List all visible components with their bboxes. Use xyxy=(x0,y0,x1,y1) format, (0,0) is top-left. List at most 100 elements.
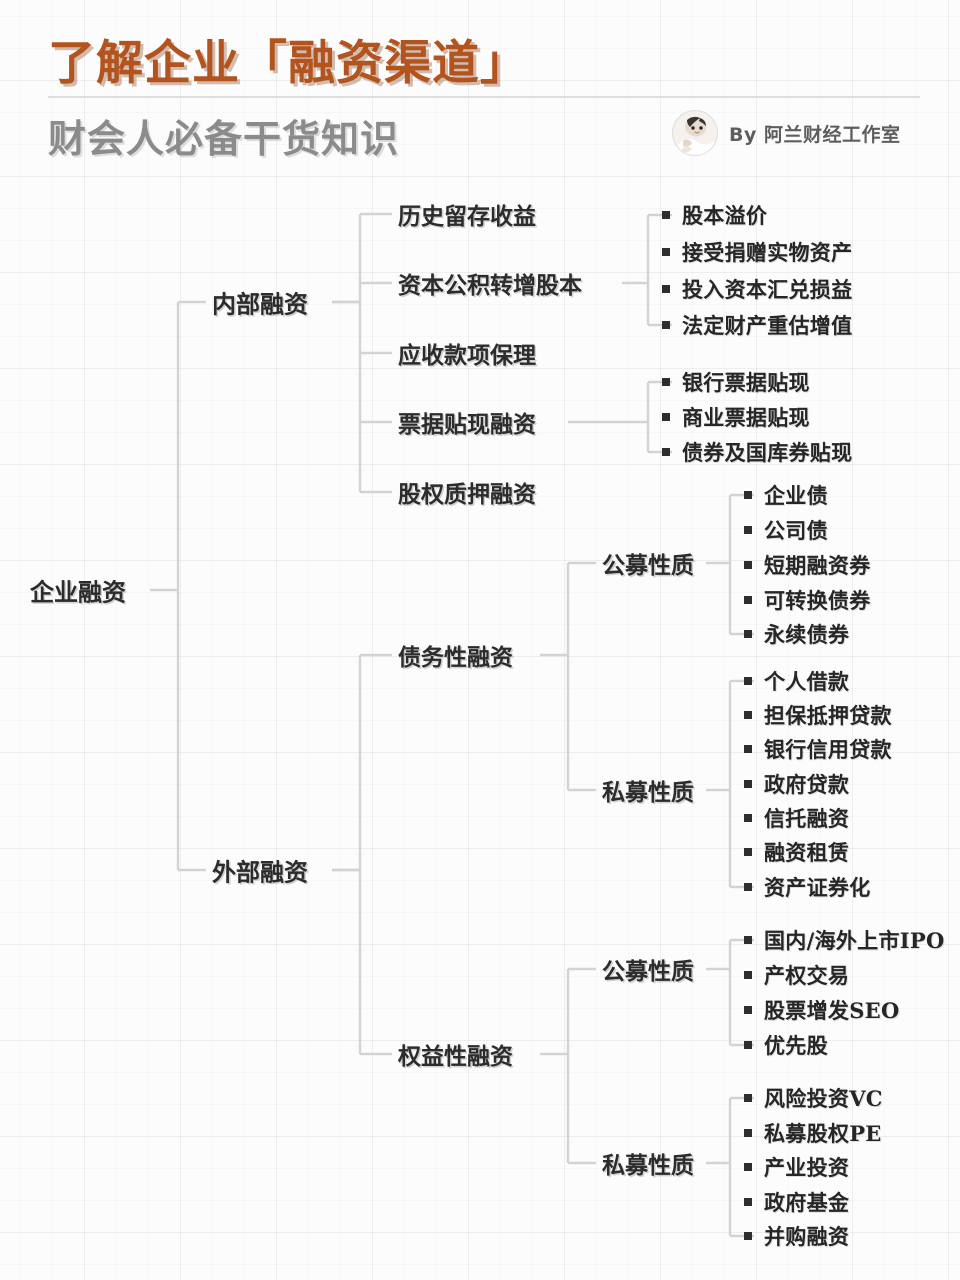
list-item: 法定财产重估增值 xyxy=(662,310,852,340)
list-item: 个人借款 xyxy=(744,666,849,696)
list-item: 企业债 xyxy=(744,480,828,510)
bullet-icon xyxy=(744,745,752,753)
title-divider xyxy=(48,96,920,98)
list-item: 股票增发SEO xyxy=(744,995,900,1025)
bullet-icon xyxy=(662,211,670,219)
leaf-label: 债券及国库券贴现 xyxy=(682,440,853,465)
list-item: 信托融资 xyxy=(744,803,849,833)
bullet-icon xyxy=(662,248,670,256)
list-item: 担保抵押贷款 xyxy=(744,700,892,730)
bullet-icon xyxy=(744,883,752,891)
node-debt-private: 私募性质 xyxy=(602,780,694,806)
leaf-label: 投入资本汇兑损益 xyxy=(682,277,853,302)
leaf-label: 国内/海外上市IPO xyxy=(764,928,945,953)
bullet-icon xyxy=(662,448,670,456)
leaf-label: 个人借款 xyxy=(764,669,850,694)
bullet-icon xyxy=(744,630,752,638)
list-item: 政府基金 xyxy=(744,1187,849,1217)
page-subtitle: 财会人必备干货知识 xyxy=(48,117,400,161)
node-equity-public: 公募性质 xyxy=(602,959,694,985)
bullet-icon xyxy=(744,711,752,719)
node-internal-item-3: 票据贴现融资 xyxy=(398,412,536,438)
list-item: 可转换债券 xyxy=(744,585,871,615)
node-equity-financing: 权益性融资 xyxy=(398,1044,513,1070)
leaf-label: 永续债券 xyxy=(764,622,850,647)
list-item: 并购融资 xyxy=(744,1221,849,1251)
leaf-label: 商业票据贴现 xyxy=(682,405,810,430)
list-item: 银行票据贴现 xyxy=(662,367,810,397)
node-root: 企业融资 xyxy=(30,578,126,607)
leaf-label: 可转换债券 xyxy=(764,588,871,613)
bullet-icon xyxy=(662,285,670,293)
page-title: 了解企业「融资渠道」 xyxy=(48,36,528,91)
node-internal-item-2: 应收款项保理 xyxy=(398,343,536,369)
leaf-label: 股本溢价 xyxy=(682,203,768,228)
bullet-icon xyxy=(744,848,752,856)
node-external-financing: 外部融资 xyxy=(212,858,308,887)
leaf-label: 短期融资券 xyxy=(764,553,871,578)
bullet-icon xyxy=(744,1232,752,1240)
leaf-label: 接受捐赠实物资产 xyxy=(682,240,853,265)
leaf-label: 担保抵押贷款 xyxy=(764,703,892,728)
byline-text: By 阿兰财经工作室 xyxy=(729,123,901,146)
list-item: 资产证券化 xyxy=(744,872,871,902)
list-item: 接受捐赠实物资产 xyxy=(662,237,852,267)
bullet-icon xyxy=(744,561,752,569)
list-item: 产权交易 xyxy=(744,960,849,990)
leaf-label: 银行信用贷款 xyxy=(764,737,892,762)
leaf-label: 产业投资 xyxy=(764,1155,850,1180)
list-item: 产业投资 xyxy=(744,1152,849,1182)
bullet-icon xyxy=(662,378,670,386)
bullet-icon xyxy=(744,814,752,822)
leaf-label: 融资租赁 xyxy=(764,840,850,865)
bullet-icon xyxy=(744,491,752,499)
list-item: 融资租赁 xyxy=(744,837,849,867)
bullet-icon xyxy=(744,596,752,604)
bullet-icon xyxy=(744,1129,752,1137)
list-item: 公司债 xyxy=(744,515,828,545)
list-item: 优先股 xyxy=(744,1030,828,1060)
list-item: 私募股权PE xyxy=(744,1118,882,1148)
list-item: 政府贷款 xyxy=(744,769,849,799)
header: 了解企业「融资渠道」 财会人必备干货知识 By 阿兰财经工作室 xyxy=(0,0,960,175)
list-item: 银行信用贷款 xyxy=(744,734,892,764)
leaf-label: 资产证券化 xyxy=(764,875,871,900)
list-item: 债券及国库券贴现 xyxy=(662,437,852,467)
leaf-label: 法定财产重估增值 xyxy=(682,313,853,338)
bullet-icon xyxy=(744,677,752,685)
node-equity-private: 私募性质 xyxy=(602,1153,694,1179)
leaf-label: 产权交易 xyxy=(764,963,850,988)
list-item: 风险投资VC xyxy=(744,1083,883,1113)
bullet-icon xyxy=(744,1163,752,1171)
bullet-icon xyxy=(744,780,752,788)
node-debt-financing: 债务性融资 xyxy=(398,645,513,671)
list-item: 短期融资券 xyxy=(744,550,871,580)
leaf-label: 公司债 xyxy=(764,518,828,543)
leaf-label: 银行票据贴现 xyxy=(682,370,810,395)
bullet-icon xyxy=(744,526,752,534)
leaf-label: 股票增发SEO xyxy=(764,998,900,1023)
node-internal-financing: 内部融资 xyxy=(212,290,308,319)
list-item: 永续债券 xyxy=(744,619,849,649)
node-internal-item-1: 资本公积转增股本 xyxy=(398,273,582,299)
bullet-icon xyxy=(662,321,670,329)
list-item: 股本溢价 xyxy=(662,200,767,230)
avatar-illustration-icon xyxy=(673,111,717,155)
leaf-label: 信托融资 xyxy=(764,806,850,831)
bullet-icon xyxy=(662,413,670,421)
bullet-icon xyxy=(744,1094,752,1102)
list-item: 商业票据贴现 xyxy=(662,402,810,432)
bullet-icon xyxy=(744,1041,752,1049)
leaf-label: 政府基金 xyxy=(764,1190,850,1215)
node-debt-public: 公募性质 xyxy=(602,553,694,579)
leaf-label: 政府贷款 xyxy=(764,772,850,797)
list-item: 国内/海外上市IPO xyxy=(744,925,945,955)
leaf-label: 私募股权PE xyxy=(764,1121,882,1146)
bullet-icon xyxy=(744,971,752,979)
avatar xyxy=(672,110,718,156)
leaf-label: 并购融资 xyxy=(764,1224,850,1249)
bullet-icon xyxy=(744,1198,752,1206)
bullet-icon xyxy=(744,1006,752,1014)
